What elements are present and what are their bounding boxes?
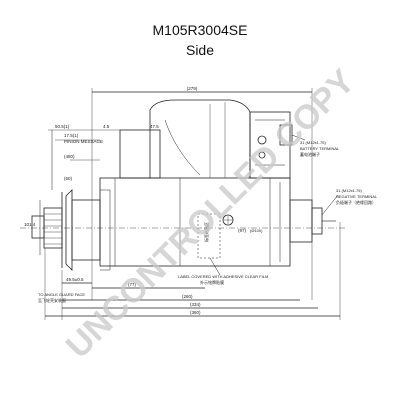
dim-101: 101.4 bbox=[24, 222, 36, 227]
leader-label bbox=[209, 257, 221, 276]
uncontrolled-copy-watermark: UNCONTROLLED COPY bbox=[59, 62, 363, 366]
commutator-end bbox=[289, 199, 313, 243]
label-area-text: 标签粘贴区 bbox=[203, 222, 209, 242]
dim-97: (97) bbox=[238, 228, 247, 233]
solenoid-curve bbox=[164, 119, 201, 176]
negative-terminal-size: 31 (M12x1.75) bbox=[336, 188, 362, 193]
dim-360: (360) bbox=[190, 310, 201, 315]
dim-480: (480) bbox=[64, 154, 75, 159]
dim-50-5: 50.5(1) bbox=[55, 124, 70, 129]
leader-negative bbox=[321, 194, 339, 216]
dim-overall: (279) bbox=[187, 86, 198, 91]
drive-step bbox=[100, 189, 111, 271]
solenoid-base bbox=[119, 129, 161, 179]
negative-terminal-stud bbox=[311, 207, 323, 235]
battery-terminal-label: BATTERY TERMINAL bbox=[300, 146, 340, 151]
negative-terminal-label-cn: 负极端子（绝缘回路） bbox=[336, 199, 376, 205]
terminal-nut-2 bbox=[258, 151, 266, 159]
leader-battery bbox=[291, 134, 306, 141]
dim-60: (60) bbox=[64, 176, 73, 181]
terminal-nut bbox=[257, 135, 267, 145]
dim-47-5: 47.5 bbox=[150, 124, 159, 129]
label-covered-note-cn: 外示铭牌贴膜 bbox=[200, 279, 224, 285]
dim-260: (260) bbox=[182, 294, 193, 299]
drive-flange bbox=[65, 189, 73, 271]
dim-77: (77) bbox=[128, 282, 137, 287]
battery-terminal-label-cn: 蓄电池端子 bbox=[300, 151, 320, 157]
dim-49-5: 49.5±0.5 bbox=[66, 277, 84, 282]
part-number-title: M105R3004SE bbox=[152, 22, 248, 38]
dim-17-5: 17.5(1) bbox=[64, 133, 79, 138]
solenoid-housing bbox=[149, 99, 251, 178]
label-covered-note: LABEL COVERED WITH ADHESIVE CLEAR FILM bbox=[178, 274, 268, 279]
dim-334: (334) bbox=[190, 302, 201, 307]
drive-housing bbox=[71, 199, 101, 261]
bore-note: (Ø100) bbox=[250, 228, 263, 233]
battery-terminal-size: 31 (M12x1.75) bbox=[300, 140, 326, 145]
view-name-subtitle: Side bbox=[185, 42, 215, 58]
dim-4-5: 4.5 bbox=[103, 124, 110, 129]
mounting-face-note-cn: 至飞轮壳安装面 bbox=[38, 297, 66, 303]
pinion-shaft bbox=[31, 215, 45, 239]
mounting-face-note: TO ANGLE GUARD FACE bbox=[38, 292, 85, 297]
negative-terminal-label: NEGATIVE TERMINAL bbox=[336, 194, 378, 199]
label-area bbox=[197, 213, 221, 259]
mounting-bolt bbox=[222, 214, 234, 226]
dim-pinion: PINION MESSAGE bbox=[64, 139, 103, 144]
